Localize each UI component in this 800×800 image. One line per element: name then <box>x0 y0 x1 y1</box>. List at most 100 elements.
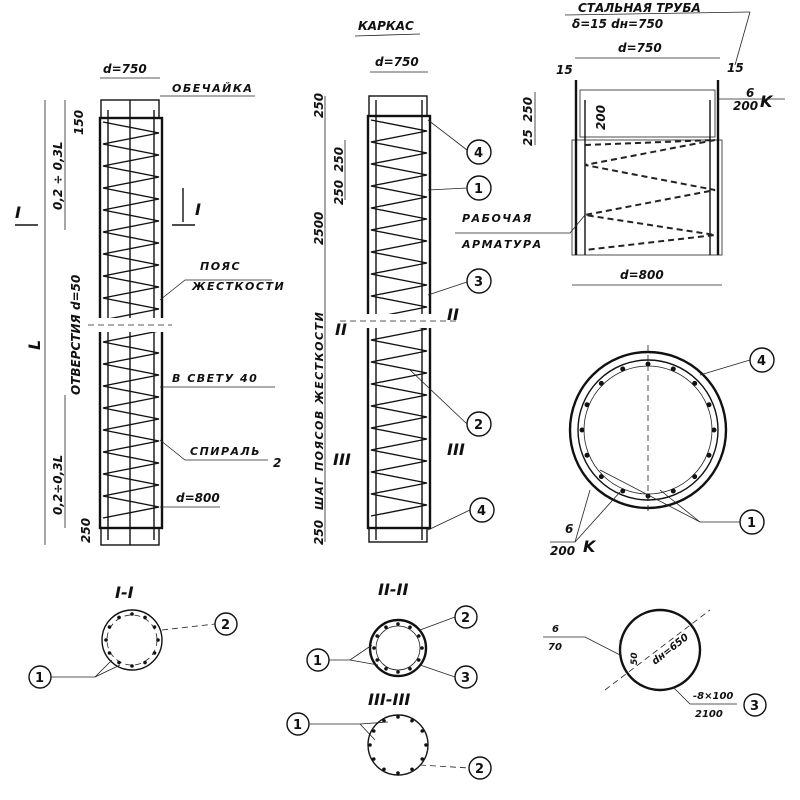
callout-2: 2 <box>419 756 492 780</box>
weld-num: 6 <box>565 522 573 536</box>
rebar-dot <box>396 715 400 719</box>
svg-text:3: 3 <box>750 699 759 714</box>
leader <box>159 439 268 461</box>
rebar-dot <box>117 615 121 620</box>
rebar-dot <box>396 771 400 775</box>
diameter-line <box>604 609 711 691</box>
callout-4-top: 4 <box>427 119 492 165</box>
rebar-dot <box>107 625 112 629</box>
belt-label-2: ЖЕСТКОСТИ <box>191 280 285 293</box>
title-karkas: КАРКАС <box>358 19 414 33</box>
callout-3: 3 <box>743 693 767 717</box>
rebar-dot <box>645 361 651 367</box>
rebar-dot <box>371 757 376 761</box>
callout-2: 2 <box>409 369 492 437</box>
dim-upper: 0,2 ÷ 0,3L <box>51 141 65 210</box>
spiral-dashed <box>584 139 716 251</box>
rebar-dot <box>130 612 134 616</box>
rebar-dot <box>706 452 712 458</box>
weld-den: 200 <box>550 544 575 558</box>
rebar-dot <box>372 646 376 650</box>
svg-text:3: 3 <box>461 671 470 686</box>
rebar-dot <box>384 625 388 630</box>
lower-column <box>571 139 723 256</box>
rebar-dot <box>382 718 386 723</box>
svg-text:4: 4 <box>757 354 766 369</box>
leader <box>564 11 751 16</box>
title-underline <box>354 33 421 37</box>
rebar-dot <box>396 622 400 626</box>
section-mark-II-right: II <box>447 305 459 324</box>
rebar-dot <box>410 718 414 723</box>
rebar-dot <box>420 729 425 733</box>
rebar-dot <box>156 638 160 642</box>
rebar-dot <box>706 402 712 408</box>
dim-25: 25 <box>521 129 535 146</box>
rebar-dot <box>584 452 590 458</box>
section-title: III-III <box>368 690 410 709</box>
weld-num: 6 <box>552 624 559 635</box>
rebar-dot <box>375 658 380 662</box>
shell-bottom <box>368 527 428 543</box>
rebar-dot <box>598 380 604 386</box>
section-mark-II-left: II <box>335 320 347 339</box>
weld-k: K <box>760 92 774 111</box>
rebar-dot <box>692 474 698 480</box>
rebar-dot <box>598 474 604 480</box>
dim-d750: d=750 <box>618 41 662 55</box>
rebar-dot <box>711 427 717 433</box>
rebar-dot <box>143 660 147 665</box>
section-title: I-I <box>115 583 134 602</box>
shell-label: ОБЕЧАЙКА <box>172 82 253 95</box>
callout-4: 4 <box>699 347 775 376</box>
svg-text:1: 1 <box>35 671 44 686</box>
callout-3: 3 <box>419 664 478 689</box>
stiffening-belt-detail: dн=650 50 6 70 -8×100 2100 3 <box>543 608 767 720</box>
dim-lower: 0,2÷0,3L <box>51 455 65 515</box>
rebar-dot <box>424 743 428 747</box>
section-mark-III-left: III <box>333 450 351 469</box>
svg-text:1: 1 <box>747 516 756 531</box>
holes-label: ОТВЕРСТИЯ d=50 <box>69 275 83 395</box>
svg-text:2: 2 <box>221 618 230 633</box>
section-mark-I-left: I <box>15 203 21 222</box>
section-mark-III-right: III <box>447 440 465 459</box>
svg-text:3: 3 <box>474 275 483 290</box>
rebar-dot <box>143 615 147 620</box>
weld-num: 6 <box>746 86 754 100</box>
belt-step-label: ШАГ ПОЯСОВ ЖЕСТКОСТИ <box>313 311 326 510</box>
clear-label: В СВЕТУ 40 <box>172 372 258 385</box>
weld-den: 200 <box>733 99 758 113</box>
plate-den: 2100 <box>695 709 723 720</box>
dim-50: 50 <box>630 652 640 665</box>
rebar-dots <box>104 612 160 668</box>
rebar-dot <box>396 670 400 674</box>
section-title: II-II <box>378 580 409 599</box>
rebar-dots <box>579 361 717 499</box>
middle-cage-view: d=750 250 250 250 2500 ШАГ ПОЯСОВ ЖЕСТКО… <box>312 55 495 545</box>
svg-text:1: 1 <box>474 182 483 197</box>
rebar-dot <box>620 488 626 494</box>
dim-L: L <box>25 340 44 350</box>
svg-text:2: 2 <box>461 611 470 626</box>
dim-15-left: 15 <box>556 63 573 77</box>
rebar-dot <box>368 743 372 747</box>
rebar-dot <box>408 625 412 630</box>
belt-label-1: ПОЯС <box>200 260 241 273</box>
rebar-dot <box>130 664 134 668</box>
ring-section-view: 4 1 6 200 K <box>550 345 775 558</box>
section-III-III: III-III 1 2 <box>286 690 492 780</box>
dim-2500: 2500 <box>312 212 326 245</box>
rebar-dot <box>584 402 590 408</box>
weld-leader <box>543 636 621 656</box>
dim-d750: d=750 <box>103 62 147 76</box>
leader <box>574 491 621 543</box>
svg-text:1: 1 <box>313 654 322 669</box>
rebar-dot <box>579 427 585 433</box>
svg-text:4: 4 <box>477 504 486 519</box>
dim-d750: d=750 <box>375 55 419 69</box>
spiral-num: 2 <box>273 456 281 470</box>
callout-1: 1 <box>427 175 492 201</box>
plate-num: -8×100 <box>693 691 733 702</box>
rebar-dots <box>368 715 428 775</box>
